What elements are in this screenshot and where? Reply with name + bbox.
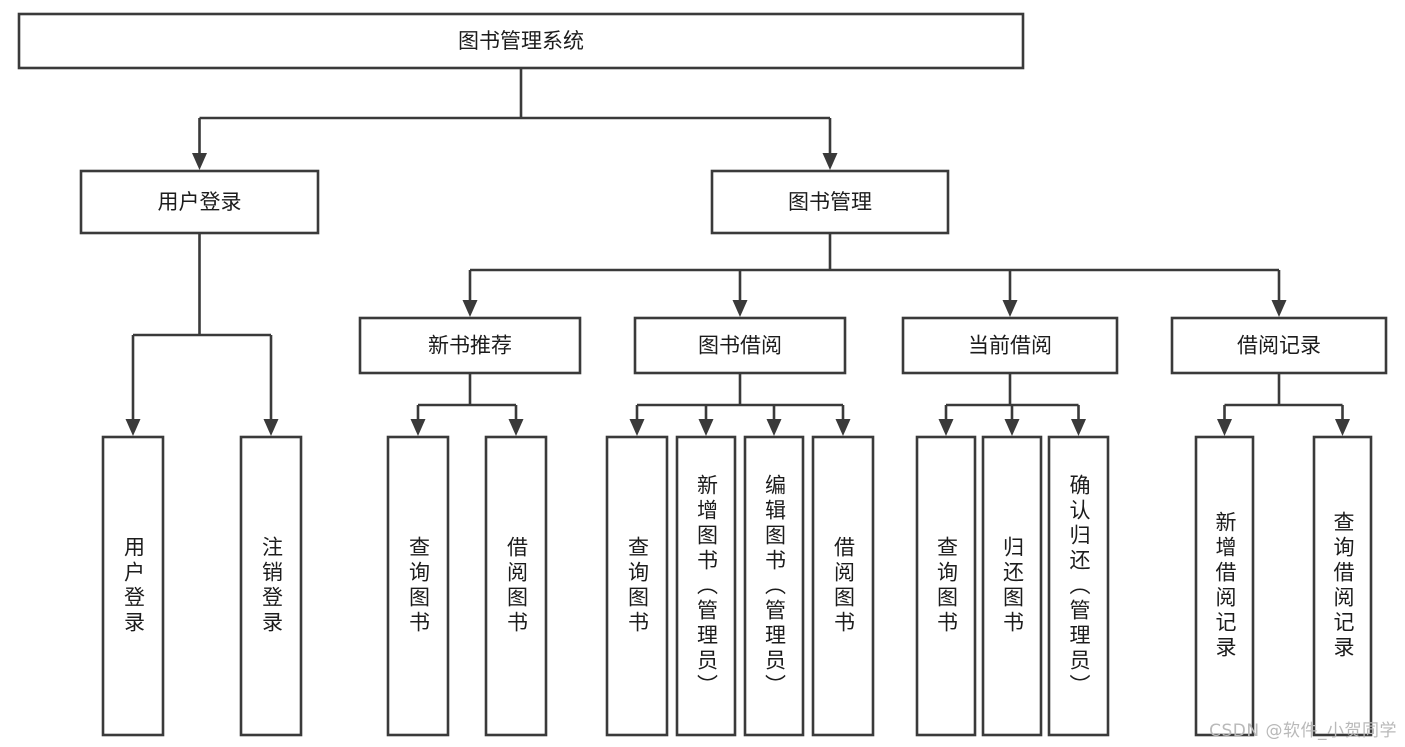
node-box-layer xyxy=(17,12,1388,737)
csdn-watermark: CSDN @软件_小贺同学 xyxy=(1209,721,1397,741)
node-box-root[interactable] xyxy=(17,12,1025,70)
edge-arrowhead xyxy=(1335,419,1350,436)
node-box-leaf7[interactable] xyxy=(743,435,805,737)
edge-arrowhead xyxy=(508,419,524,436)
node-box-leaf1[interactable] xyxy=(101,435,165,737)
node-label-current: 当前借阅 xyxy=(968,334,1052,358)
node-label-root: 图书管理系统 xyxy=(458,29,584,53)
node-box-leaf3[interactable] xyxy=(386,435,450,737)
node-label-bookmgmt: 图书管理 xyxy=(788,190,872,214)
node-label-newbook: 新书推荐 xyxy=(428,334,512,358)
edge-arrowhead xyxy=(410,419,426,436)
edge-arrowhead xyxy=(732,300,748,317)
node-label-login: 用户登录 xyxy=(158,190,242,214)
node-box-leaf12[interactable] xyxy=(1194,435,1255,737)
edge-arrowhead xyxy=(835,419,851,436)
node-box-leaf4[interactable] xyxy=(484,435,548,737)
node-box-leaf2[interactable] xyxy=(239,435,303,737)
node-label-records: 借阅记录 xyxy=(1237,334,1321,358)
node-label-borrow: 图书借阅 xyxy=(698,334,782,358)
connector-layer xyxy=(125,68,1350,436)
node-box-records[interactable] xyxy=(1170,316,1388,375)
edge-arrowhead xyxy=(822,153,838,170)
edge-arrowhead xyxy=(192,153,207,170)
node-box-borrow[interactable] xyxy=(633,316,847,375)
edge-arrowhead xyxy=(766,419,782,436)
edge-arrowhead xyxy=(125,419,141,436)
node-box-login[interactable] xyxy=(79,169,320,235)
node-box-current[interactable] xyxy=(901,316,1119,375)
edge-arrowhead xyxy=(263,419,279,436)
edge-arrowhead xyxy=(938,419,954,436)
node-box-leaf5[interactable] xyxy=(605,435,669,737)
node-box-leaf8[interactable] xyxy=(811,435,875,737)
node-box-leaf11[interactable] xyxy=(1047,435,1110,737)
node-box-bookmgmt[interactable] xyxy=(710,169,950,235)
edge-arrowhead xyxy=(1217,419,1232,436)
node-box-leaf10[interactable] xyxy=(981,435,1043,737)
edge-arrowhead xyxy=(1271,300,1287,317)
edge-arrowhead xyxy=(629,419,645,436)
edge-arrowhead xyxy=(1002,300,1018,317)
node-box-leaf6[interactable] xyxy=(675,435,737,737)
node-box-leaf9[interactable] xyxy=(915,435,977,737)
edge-arrowhead xyxy=(698,419,714,436)
edge-arrowhead xyxy=(462,300,478,317)
edge-arrowhead xyxy=(1071,419,1086,436)
node-box-newbook[interactable] xyxy=(358,316,582,375)
node-box-leaf13[interactable] xyxy=(1312,435,1373,737)
edge-arrowhead xyxy=(1004,419,1020,436)
